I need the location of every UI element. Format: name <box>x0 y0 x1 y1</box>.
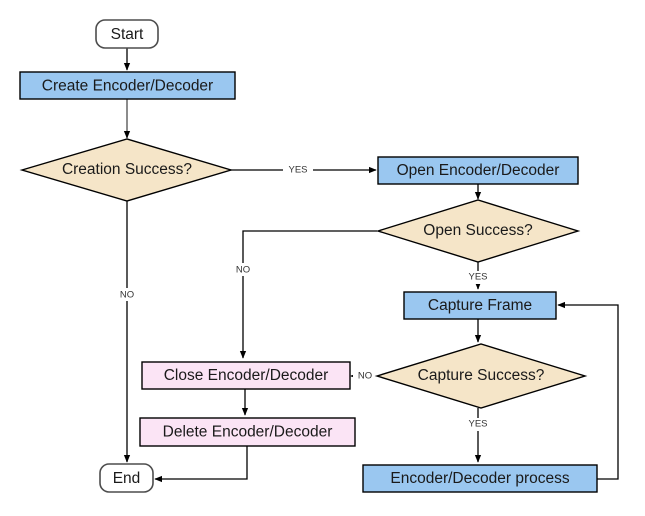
edge-label-bg-capture-yes <box>464 418 493 431</box>
node-create-encoder-decoder[interactable]: Create Encoder/Decoder <box>19 71 236 100</box>
open-success-label: Open Success? <box>423 222 533 239</box>
close-encoder-decoder-shape <box>141 361 351 390</box>
open-encoder-decoder-shape <box>377 156 579 185</box>
edge-label-creation-no: NO <box>120 290 134 301</box>
edge-open-success-no <box>239 230 377 359</box>
edge-label-bg-capture-no <box>353 369 377 382</box>
edge-label-open-yes: YES <box>468 272 487 283</box>
edge-label-open-no: NO <box>236 265 250 276</box>
open-success-shape <box>375 199 581 263</box>
node-creation-success[interactable]: Creation Success? <box>19 138 234 202</box>
open-encoder-decoder-label: Open Encoder/Decoder <box>397 162 560 179</box>
capture-frame-label: Capture Frame <box>428 297 532 314</box>
start-shape <box>95 19 159 49</box>
node-capture-frame[interactable]: Capture Frame <box>403 291 557 320</box>
node-capture-success[interactable]: Capture Success? <box>374 343 588 409</box>
encoder-decoder-process-shape <box>362 464 598 493</box>
creation-success-shape <box>19 138 234 202</box>
end-label: End <box>113 470 141 487</box>
capture-success-label: Capture Success? <box>418 367 545 384</box>
start-label: Start <box>111 26 144 43</box>
node-delete-encoder-decoder[interactable]: Delete Encoder/Decoder <box>139 417 356 447</box>
end-shape <box>99 463 154 493</box>
node-end[interactable]: End <box>99 463 154 493</box>
capture-frame-shape <box>403 291 557 320</box>
node-open-encoder-decoder[interactable]: Open Encoder/Decoder <box>377 156 579 185</box>
node-close-encoder-decoder[interactable]: Close Encoder/Decoder <box>141 361 351 390</box>
creation-success-label: Creation Success? <box>62 161 192 178</box>
edge-delete-to-end <box>154 446 248 483</box>
edge-label-bg-open-yes <box>464 271 493 284</box>
edge-label-bg-open-no <box>230 263 256 276</box>
node-start[interactable]: Start <box>95 19 159 49</box>
node-open-success[interactable]: Open Success? <box>375 199 581 263</box>
close-encoder-decoder-label: Close Encoder/Decoder <box>164 367 329 384</box>
delete-encoder-decoder-label: Delete Encoder/Decoder <box>163 424 333 441</box>
edge-label-bg-creation-no <box>114 288 140 301</box>
delete-encoder-decoder-shape <box>139 417 356 447</box>
edge-process-loop-to-capture-frame <box>557 301 619 480</box>
create-encoder-decoder-shape <box>19 71 236 100</box>
capture-success-shape <box>374 343 588 409</box>
create-encoder-decoder-label: Create Encoder/Decoder <box>42 78 213 95</box>
edge-label-capture-yes: YES <box>468 419 487 430</box>
edge-label-bg-creation-yes <box>283 163 313 176</box>
edge-label-creation-yes: YES <box>288 165 307 176</box>
encoder-decoder-process-label: Encoder/Decoder process <box>390 470 569 487</box>
edge-label-capture-no: NO <box>358 371 372 382</box>
node-encoder-decoder-process[interactable]: Encoder/Decoder process <box>362 464 598 493</box>
